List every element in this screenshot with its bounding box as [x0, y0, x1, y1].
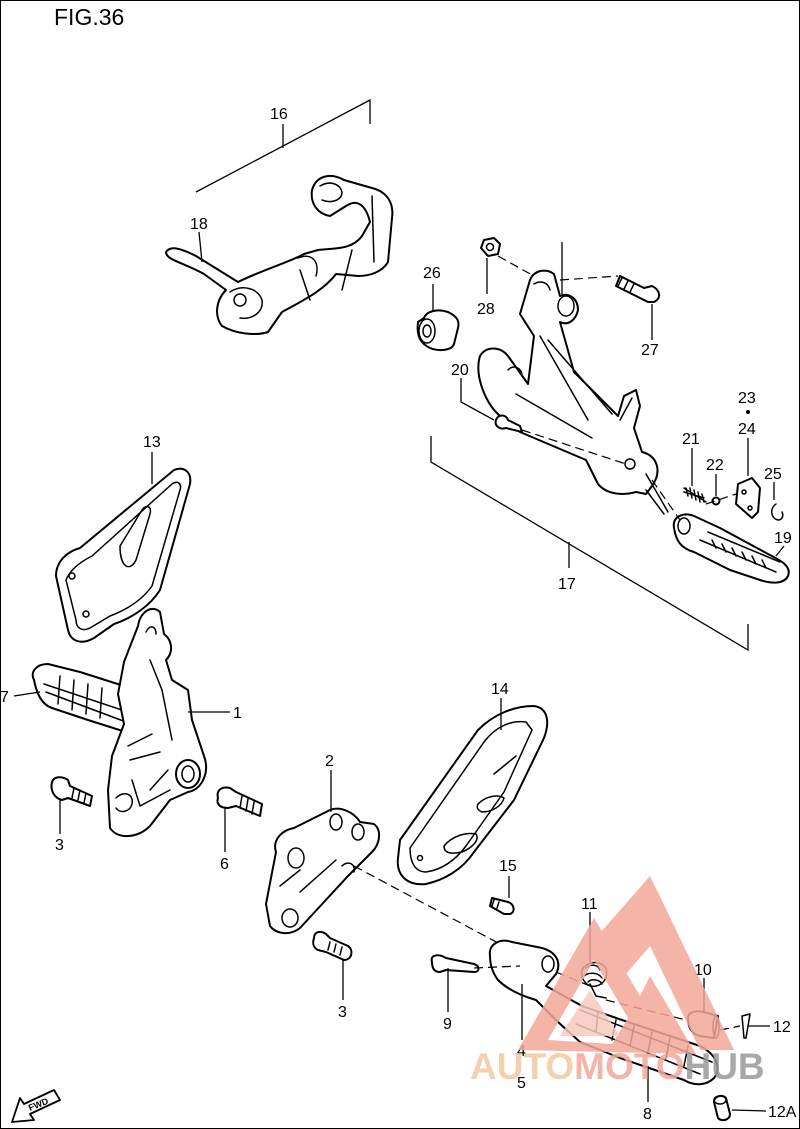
- callout-28: 28: [477, 301, 495, 318]
- callout-23: 23: [738, 390, 756, 407]
- callout-18: 18: [190, 216, 208, 233]
- callout-12a: 12A: [768, 1104, 797, 1121]
- part-9-pin: [430, 954, 480, 973]
- callout-3-left: 3: [55, 837, 64, 854]
- callout-24: 24: [738, 421, 756, 438]
- callout-3-center: 3: [338, 1004, 347, 1021]
- part-19-footpeg: [672, 513, 790, 584]
- callout-25: 25: [764, 466, 782, 483]
- callout-6: 6: [220, 856, 229, 873]
- callout-2: 2: [325, 753, 334, 770]
- part-20-bolt: [494, 414, 523, 433]
- part-24-plate: [735, 410, 761, 519]
- callout-7: 7: [0, 689, 9, 706]
- callout-20: 20: [451, 362, 469, 379]
- part-28-nut: [480, 237, 501, 257]
- callout-9: 9: [443, 1016, 452, 1033]
- part-13-heel-guard: [55, 467, 192, 643]
- part-12a-plug: [713, 1094, 731, 1122]
- part-3-bolt-left: [50, 776, 93, 807]
- callout-22: 22: [706, 457, 724, 474]
- callout-10: 10: [694, 962, 712, 979]
- callout-16: 16: [270, 106, 288, 123]
- callout-13: 13: [143, 434, 161, 451]
- watermark-text-auto: AUTOMOTOHUB: [470, 1046, 765, 1087]
- part-1-bracket: [107, 607, 207, 837]
- callout-17: 17: [558, 576, 576, 593]
- callout-27: 27: [641, 342, 659, 359]
- part-12-cotter-pin: [741, 1013, 751, 1039]
- part-15-screw: [489, 897, 515, 915]
- fwd-arrow-icon: FWD: [11, 1089, 61, 1123]
- callout-12: 12: [773, 1019, 791, 1036]
- callout-labels: 16 18 26 28 27 20 23 24 21 22 25 19 17 1…: [0, 106, 797, 1123]
- part-17-bracket-assembly: [477, 269, 669, 515]
- callout-19: 19: [774, 530, 792, 547]
- callout-8: 8: [643, 1106, 652, 1123]
- callout-21: 21: [682, 431, 700, 448]
- part-3-bolt-center: [312, 930, 353, 961]
- callout-1: 1: [233, 705, 242, 722]
- triangle-logo-icon: [518, 876, 734, 1054]
- part-6-bolt: [216, 786, 263, 817]
- part-14-heel-guard: [396, 705, 549, 886]
- part-26-bushing: [416, 309, 460, 352]
- callout-26: 26: [423, 265, 441, 282]
- part-27-bolt: [615, 275, 660, 303]
- watermark: AUTOMOTOHUB: [470, 876, 765, 1087]
- callout-5: 5: [517, 1075, 526, 1092]
- figure-title: FIG.36: [54, 4, 124, 30]
- leader-lines: [13, 98, 785, 1112]
- part-22-ball: [711, 496, 721, 506]
- callout-11: 11: [581, 896, 598, 913]
- callout-15: 15: [499, 858, 517, 875]
- callout-14: 14: [491, 681, 509, 698]
- part-18-bracket: [165, 174, 394, 335]
- part-21-spring: [683, 487, 707, 503]
- part-25-clip: [771, 503, 784, 521]
- part-2-bracket: [265, 807, 380, 934]
- callout-4: 4: [517, 1043, 526, 1060]
